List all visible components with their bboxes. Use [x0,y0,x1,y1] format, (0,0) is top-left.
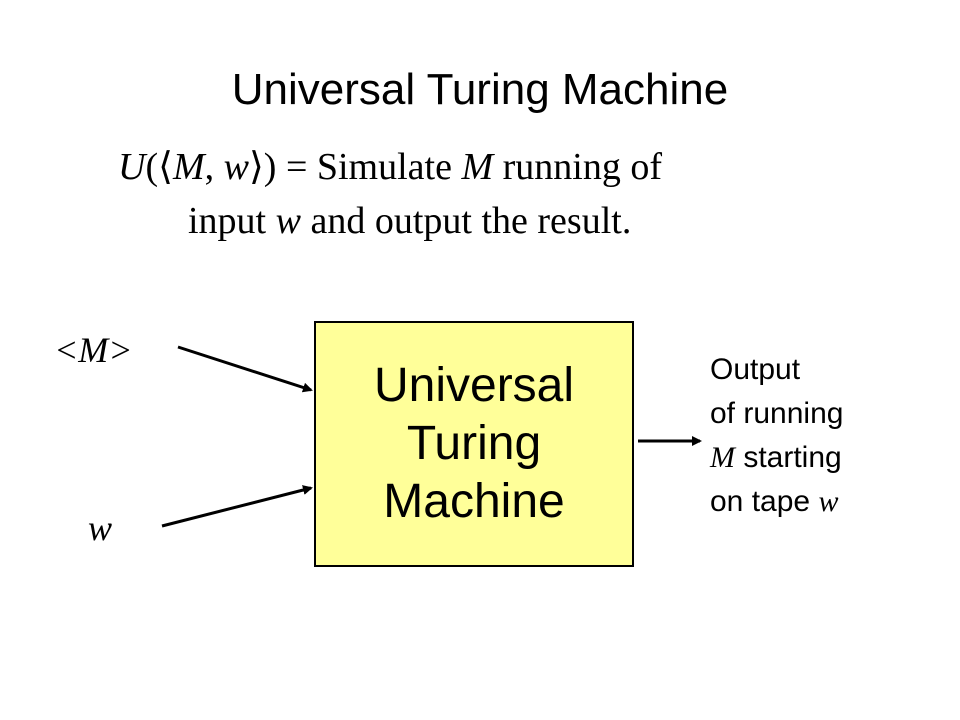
formula-input: input [188,200,276,242]
formula-var-w: w [223,146,249,188]
box-line-2: Turing [406,417,542,470]
formula-fn: U [118,146,146,188]
formula-line-2: input w and output the result. [118,194,878,248]
output-line-1: Output [710,353,801,386]
formula-rest: and output the result. [300,200,632,242]
output-starting: starting [735,441,842,474]
input-machine-label: <M> [54,330,133,370]
input-word-label: w [88,508,113,548]
output-var-m: M [710,441,735,474]
formula-line-1: U(⟨M, w⟩) = Simulate M running of [118,140,878,194]
formula-var-m-2: M [461,146,494,188]
output-line-4: on tape w [710,480,843,524]
box-line-1: Universal [373,359,575,412]
formula-eq-simulate: = Simulate [276,146,462,188]
definition-formula: U(⟨M, w⟩) = Simulate M running of input … [118,140,878,248]
formula-left-angle: ⟨ [158,146,173,188]
output-description: Output of running M starting on tape w [710,348,843,524]
output-line-2: of running [710,397,844,430]
formula-open-paren: ( [145,146,159,188]
arrow-word-input [161,485,313,528]
output-on-tape: on tape [710,485,819,518]
formula-var-w-2: w [275,200,301,242]
output-var-w: w [818,485,839,518]
formula-right-angle: ⟩ [248,146,264,188]
formula-running-of: running of [493,146,662,188]
output-line-3: M starting [710,436,843,480]
formula-comma: , [204,146,215,188]
formula-var-m: M [172,146,205,188]
arrow-machine-input [177,345,313,393]
page-title: Universal Turing Machine [231,65,729,114]
universal-turing-machine-box: Universal Turing Machine [314,321,634,567]
formula-close-paren: ) [263,146,277,188]
box-line-3: Machine [383,475,565,528]
